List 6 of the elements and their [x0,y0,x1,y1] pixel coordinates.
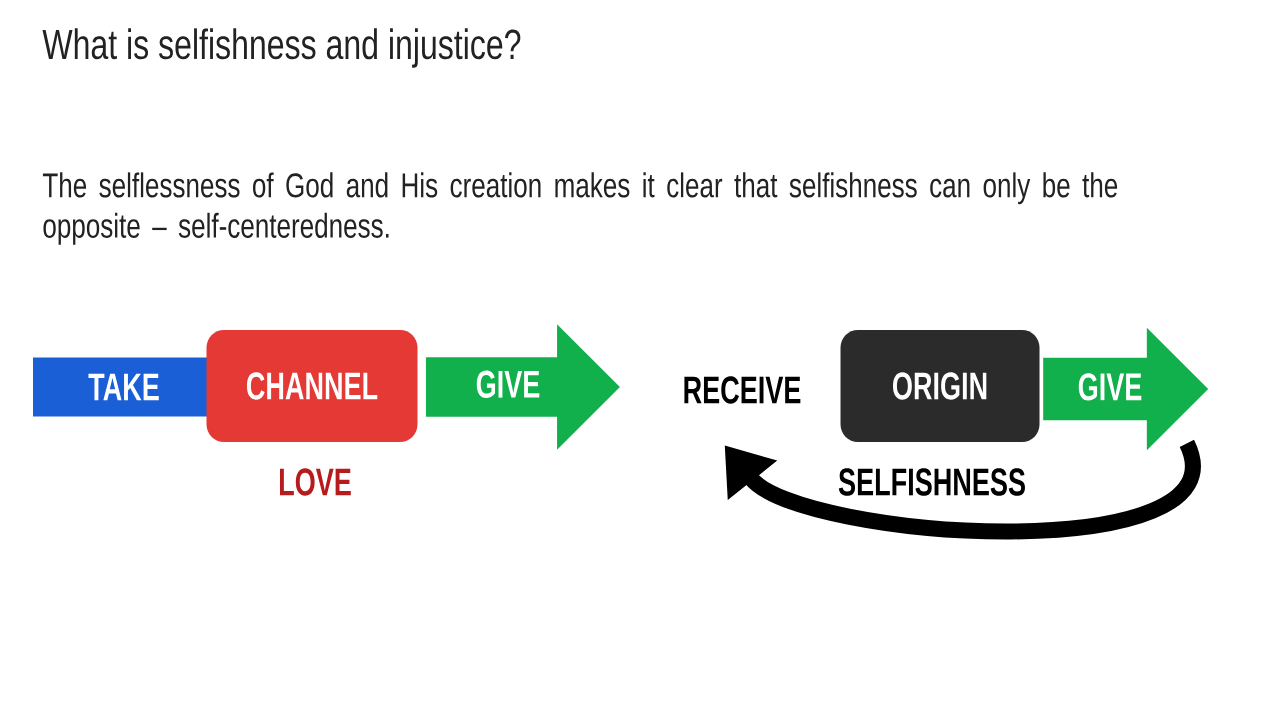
body-text: The selflessness of God and His creation makes it clear that selfishness can only be the opposite – self-centeredness. [42,172,1118,245]
caption-label: SELFISHNESS [838,468,1025,496]
title: What is selfishness and injustice? [42,28,521,68]
caption-label: LOVE [280,468,351,496]
arrow-tail-bar: TAKE [33,357,215,417]
word-label: RECEIVE [684,376,801,404]
